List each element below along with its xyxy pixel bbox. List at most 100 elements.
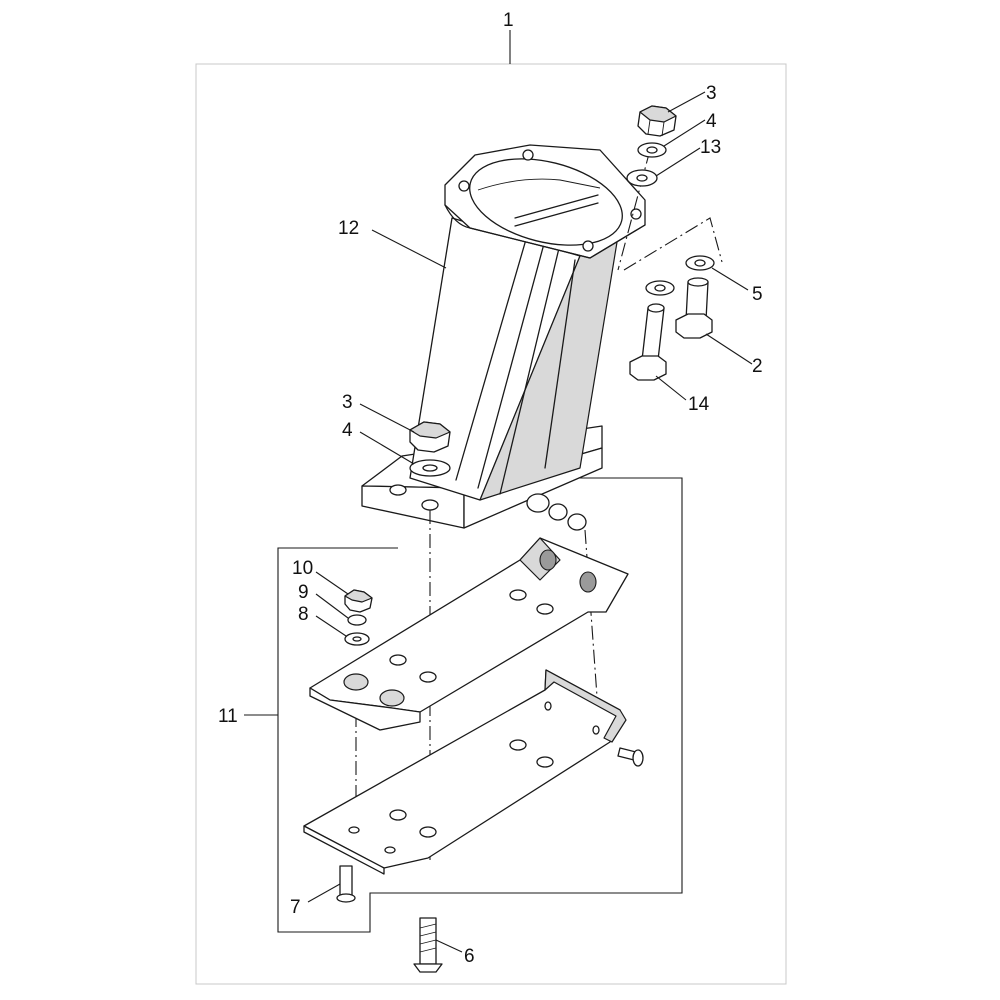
- lower-hole: [536, 756, 554, 768]
- screw-6-thread: [419, 947, 437, 953]
- screw-6-thread: [419, 923, 437, 929]
- callout-8-leader: [315, 615, 347, 637]
- callout-3b: 3: [342, 392, 353, 413]
- callout-2: 2: [752, 356, 763, 377]
- washer-5-hole: [694, 259, 706, 267]
- flange-hole: [582, 240, 594, 252]
- hex-nut-base-top: [409, 421, 451, 439]
- callout-5: 5: [752, 284, 763, 305]
- callout-10-leader: [315, 571, 349, 595]
- callout-4a-leader: [663, 119, 706, 147]
- screw-7-shank: [339, 865, 353, 897]
- washer-8-hole: [352, 636, 362, 642]
- hardware-bracket: [623, 217, 723, 271]
- flange-hole: [630, 208, 642, 220]
- flange-hole: [522, 149, 534, 161]
- bracket-hole: [539, 549, 557, 571]
- bracket-hole: [509, 589, 527, 601]
- callout-4b-leader: [359, 431, 415, 465]
- tower-divider: [514, 202, 599, 227]
- screw-6-thread: [419, 931, 437, 937]
- small-washer: [567, 513, 587, 531]
- mount-tower: [361, 144, 646, 529]
- hex-nut-edge: [661, 121, 665, 137]
- assembly-frame: [195, 63, 787, 985]
- base-hole: [421, 499, 439, 511]
- screw-6: [413, 917, 443, 973]
- callout-11: 11: [218, 706, 238, 727]
- screw-7-head: [336, 893, 356, 903]
- hex-nut-edge: [647, 119, 651, 135]
- base-hole: [389, 484, 407, 496]
- lower-bracket: [303, 669, 627, 875]
- callout-13: 13: [700, 137, 721, 158]
- callout-2-leader: [705, 333, 753, 365]
- side-screw: [617, 747, 644, 767]
- callout-1: 1: [503, 10, 514, 31]
- bracket-slot: [379, 689, 405, 707]
- lower-hole: [389, 809, 407, 821]
- small-nut: [526, 493, 550, 513]
- callout-9: 9: [298, 582, 309, 603]
- tower-top-inner: [477, 178, 601, 191]
- tower-flange-thickness: [444, 204, 646, 259]
- screw-6-head: [413, 963, 443, 973]
- bracket-slot: [343, 673, 369, 691]
- tower-rib: [477, 239, 546, 489]
- tower-base-plate-front: [361, 485, 465, 529]
- flange-hole: [458, 180, 470, 192]
- callout-9-leader: [315, 593, 349, 619]
- bolt-14: [629, 303, 667, 381]
- flange-hole-small: [544, 701, 552, 711]
- bolt-2-tip: [687, 277, 709, 287]
- callout-7-leader: [307, 883, 341, 903]
- bolt-2: [675, 277, 713, 339]
- bolt-14-tip: [647, 303, 665, 313]
- callout-3a: 3: [706, 83, 717, 104]
- upper-bracket: [309, 537, 629, 731]
- hex-nut-base: [409, 421, 451, 453]
- tower-top-opening: [469, 158, 623, 246]
- hex-nut-top: [637, 105, 677, 137]
- callout-6-leader: [435, 939, 463, 953]
- lower-bracket-front: [303, 825, 385, 875]
- callout-12-leader: [371, 229, 447, 269]
- callout-10: 10: [292, 558, 313, 579]
- callout-4a: 4: [706, 111, 717, 132]
- flange-hole-small: [592, 725, 600, 735]
- lower-hole: [384, 846, 396, 854]
- bracket-11: [277, 477, 683, 933]
- callout-3a-leader: [667, 91, 706, 113]
- bracket-hole: [579, 571, 597, 593]
- bolt-14-head: [629, 355, 667, 381]
- screw-6-thread: [419, 939, 437, 945]
- washer-9: [347, 614, 367, 626]
- washer-4-hole: [646, 146, 658, 154]
- lower-hole: [509, 739, 527, 751]
- callout-6: 6: [464, 946, 475, 967]
- bracket-hole: [389, 654, 407, 666]
- tower-edge: [544, 259, 576, 469]
- lower-hole: [419, 826, 437, 838]
- callout-3b-leader: [359, 403, 415, 433]
- callout-4b: 4: [342, 420, 353, 441]
- callout-14-leader: [655, 375, 687, 401]
- bracket-hole: [536, 603, 554, 615]
- lower-bracket-flange: [544, 669, 627, 743]
- hex-nut-10: [344, 589, 373, 613]
- callout-13-leader: [655, 147, 701, 177]
- callout-7: 7: [290, 897, 301, 918]
- hex-nut-10-top: [344, 589, 373, 603]
- washer-13-hole: [636, 174, 648, 182]
- callout-14: 14: [688, 394, 710, 415]
- centerline: [617, 149, 651, 271]
- tower-rib: [455, 235, 528, 481]
- bracket-hole: [419, 671, 437, 683]
- bolt-14-shank: [641, 307, 665, 361]
- tower-rib: [499, 243, 561, 495]
- bolt-2-head: [675, 313, 713, 339]
- upper-bracket-front: [309, 687, 421, 731]
- callout-5-leader: [711, 267, 749, 291]
